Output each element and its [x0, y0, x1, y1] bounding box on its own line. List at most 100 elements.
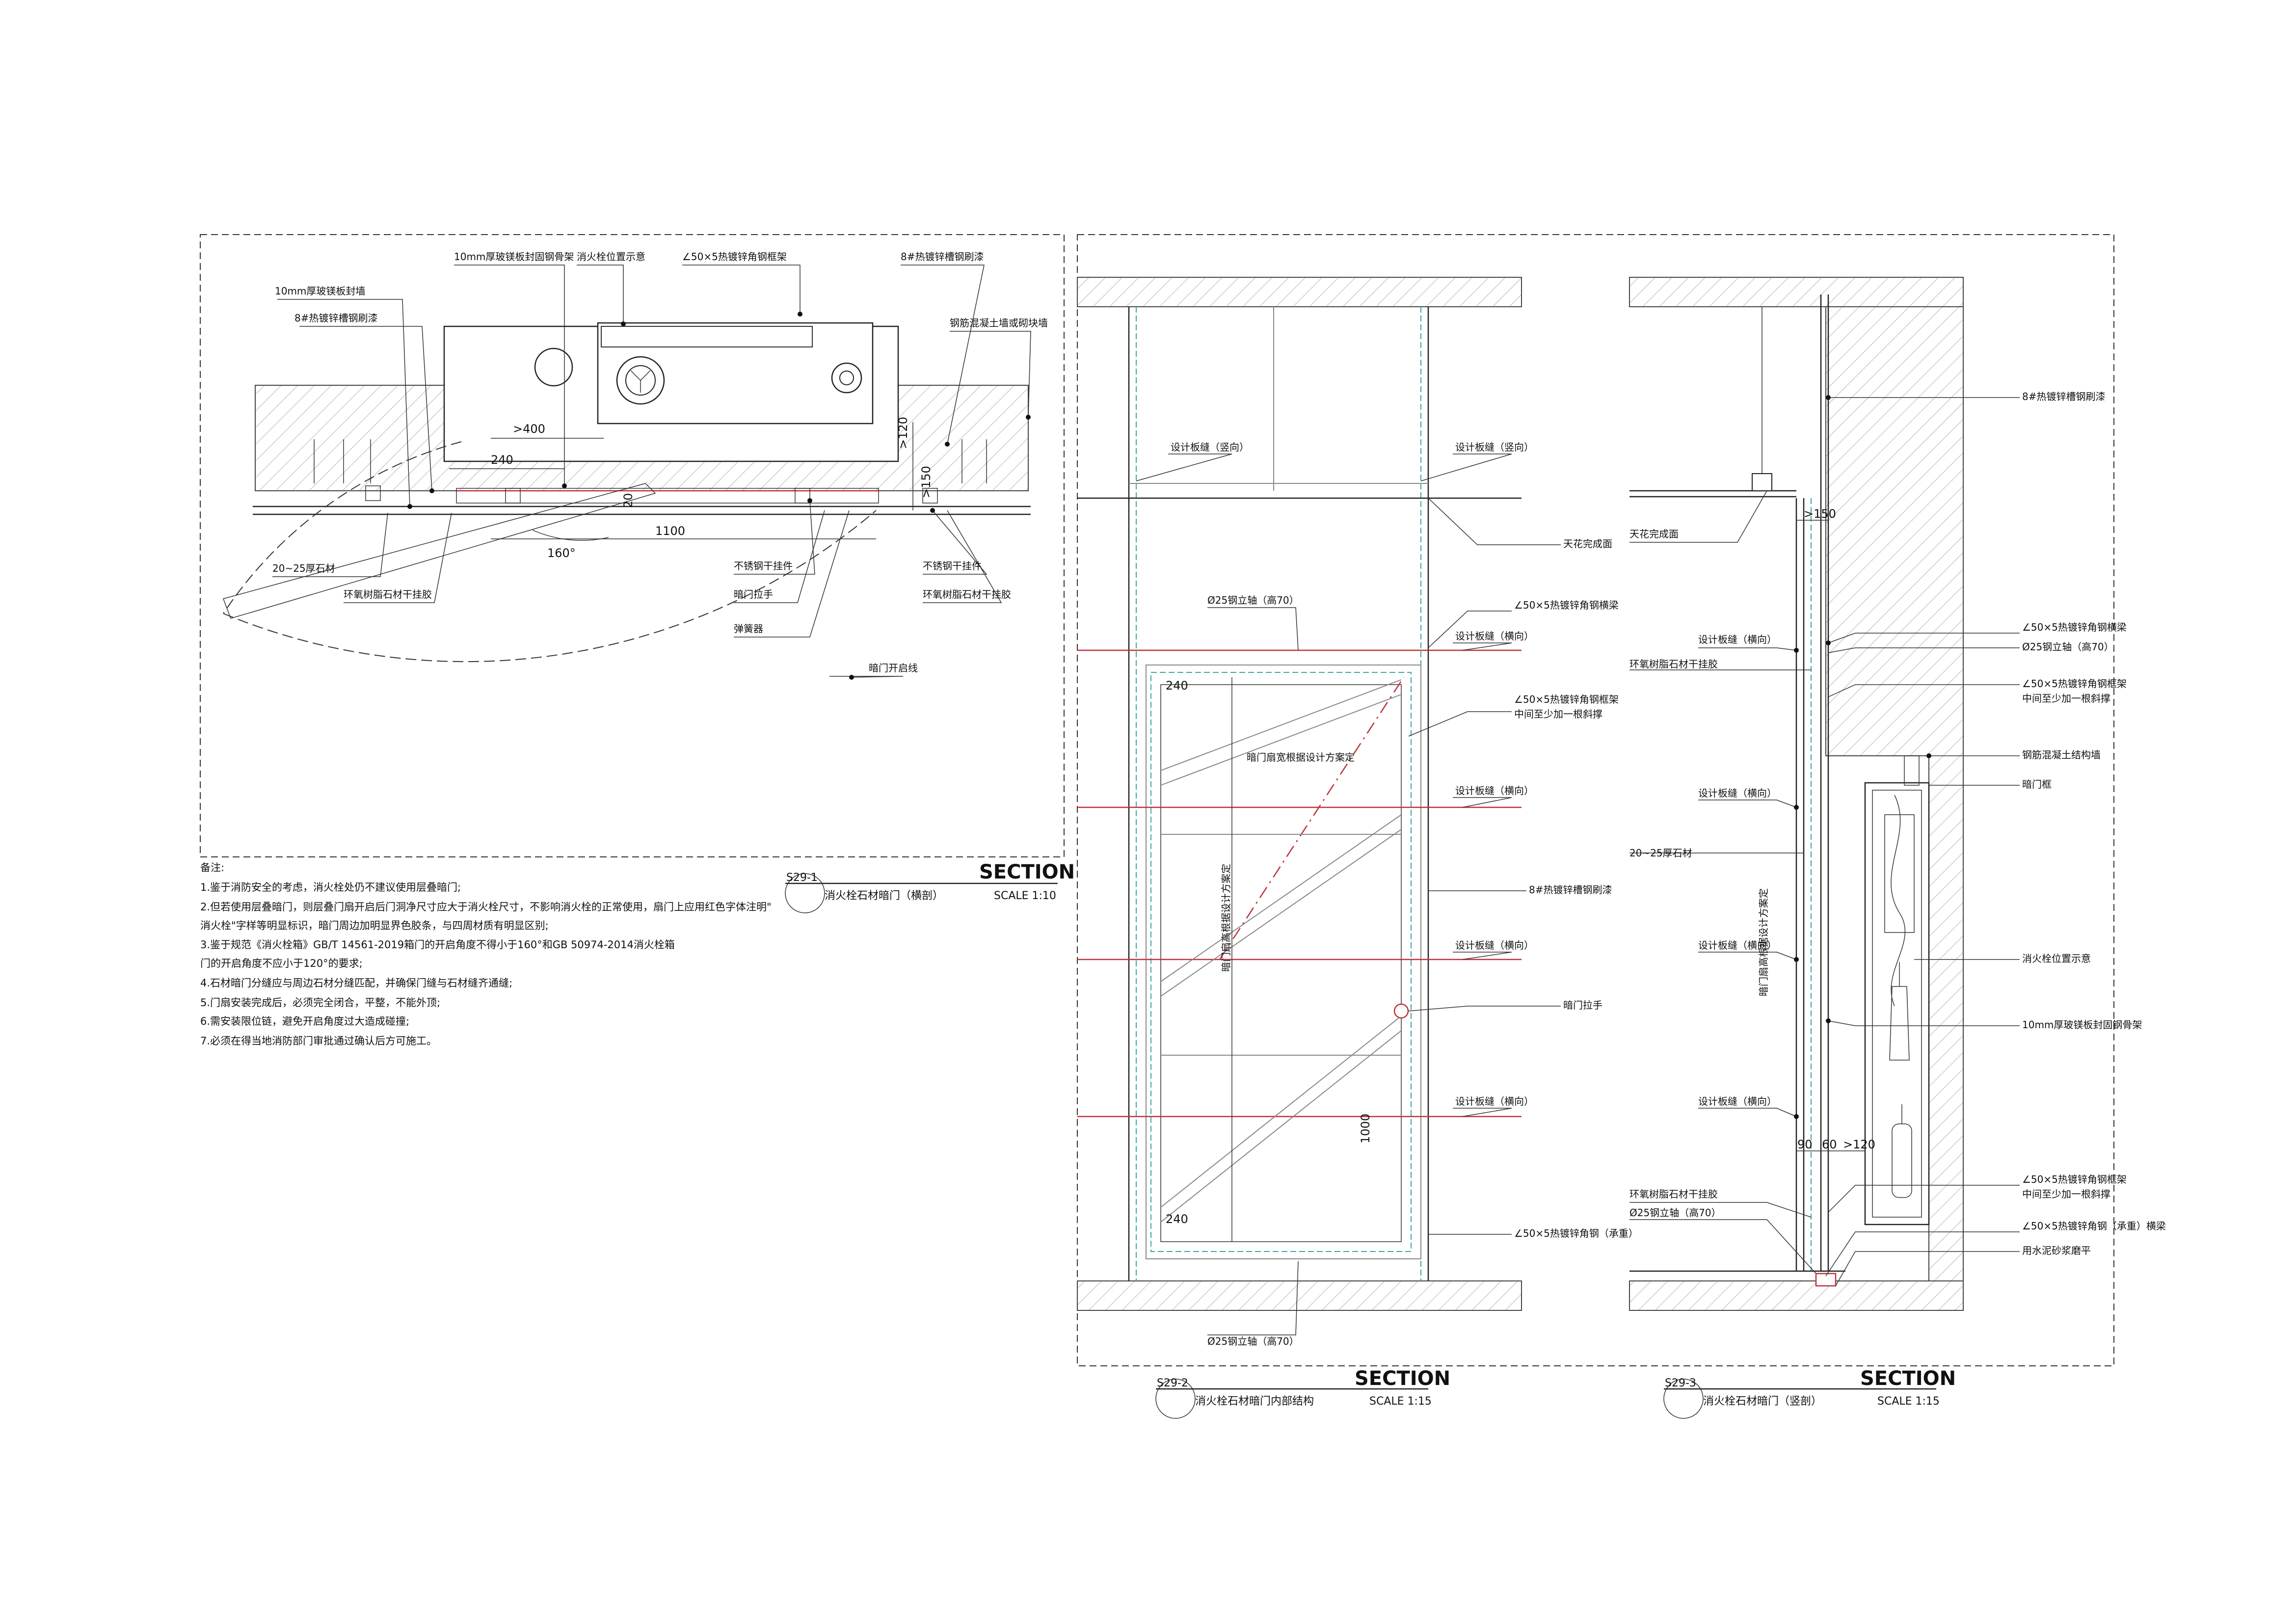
label: 10mm厚玻镁板封固钢骨架 [454, 251, 574, 263]
note-line: 门的开启角度不应小于120°的要求; [200, 958, 363, 969]
label: 环氧树脂石材干挂胶 [923, 588, 1011, 600]
label: ∠50×5热镀锌角钢（承重）横梁 [2022, 1220, 2166, 1232]
label: Ø25钢立轴（高70） [2022, 641, 2114, 653]
label: 天花完成面 [1563, 538, 1612, 550]
note-line: 消火栓"字样等明显标识，暗门周边加明显界色胶条，与四周材质有明显区别; [200, 920, 549, 932]
leader-dots [407, 312, 1031, 680]
view-name: 消火栓石材暗门内部结构 [1195, 1395, 1314, 1408]
label: 设计板缝（横向） [1698, 939, 1777, 951]
view1-plan-section: >400 240 1100 >120 >150 160° 20 [200, 234, 1075, 1047]
hanger-brackets [314, 439, 987, 504]
label: 暗门拉手 [734, 588, 773, 600]
label: 用水泥砂浆磨平 [2022, 1245, 2091, 1256]
door-handle-icon [1393, 1003, 1409, 1019]
scale-text: SCALE 1:15 [1877, 1395, 1940, 1408]
note-line: 5.门扇安装完成后，必须完全闭合，平整，不能外顶; [200, 997, 440, 1009]
notes-block: 备注: 1.鉴于消防安全的考虑，消火栓处仍不建议使用层叠暗门; 2.但若使用层叠… [200, 862, 772, 1047]
label: 8#热镀锌槽钢刷漆 [901, 251, 984, 263]
view-name: 消火栓石材暗门（横剖） [825, 890, 943, 902]
floor-slab [1077, 1280, 1522, 1311]
dim-text: >120 [1843, 1138, 1875, 1151]
label: 暗门扇高根据设计方案定 [1758, 888, 1769, 996]
label: 设计板缝（竖向） [1455, 441, 1534, 453]
dim-text: 240 [1166, 679, 1188, 692]
label: 设计板缝（横向） [1698, 787, 1777, 799]
view1-leaders [272, 265, 1031, 678]
label: 设计板缝（横向） [1698, 1095, 1777, 1107]
view-tag: S29-2 [1157, 1377, 1188, 1389]
dim-text: 90 [1797, 1138, 1813, 1151]
section-title: SECTION [1355, 1367, 1450, 1390]
dim-text: 160° [547, 546, 576, 560]
floor-slab [1629, 1280, 1964, 1311]
label: 不锈钢干挂件 [923, 560, 982, 572]
dim-text: >400 [513, 422, 545, 436]
label: 8#热镀锌槽钢刷漆 [294, 312, 377, 324]
view1-title-block: S29-1 SECTION 消火栓石材暗门（横剖） SCALE 1:10 [785, 861, 1075, 913]
note-line: 6.需安装限位链，避免开启角度过大造成碰撞; [200, 1015, 409, 1027]
label: 钢筋混凝土墙或砌块墙 [950, 317, 1048, 329]
hydrant-cabinet [1864, 782, 1930, 1225]
diagonal-braces [1160, 679, 1402, 1223]
valve-icon [831, 362, 862, 394]
label: 10mm厚玻镁板封墙 [275, 285, 365, 297]
label: 20~25厚石材 [272, 562, 335, 574]
label: 设计板缝（横向） [1455, 785, 1534, 797]
label: 10mm厚玻镁板封固钢骨架 [2022, 1019, 2142, 1031]
ceiling-slab [1077, 277, 1522, 307]
label: 20~25厚石材 [1629, 847, 1692, 859]
label: Ø25钢立轴（高70） [1629, 1207, 1721, 1219]
door-frame [1160, 684, 1402, 1242]
view-tag: S29-1 [786, 872, 818, 884]
view-tag: S29-3 [1665, 1377, 1696, 1389]
label: 消火栓位置示意 [2022, 953, 2091, 964]
dim-text: 240 [1166, 1212, 1188, 1226]
view2-title-block: S29-2 SECTION 消火栓石材暗门内部结构 SCALE 1:15 [1155, 1367, 1450, 1419]
label: ∠50×5热镀锌角钢框架 [2022, 678, 2127, 690]
dim-text: >120 [896, 417, 910, 449]
section-title: SECTION [1860, 1367, 1956, 1390]
view-name: 消火栓石材暗门（竖剖） [1703, 1395, 1822, 1408]
label: 钢筋混凝土结构墙 [2022, 749, 2101, 761]
door-panel-outer [1146, 665, 1421, 1259]
label: 环氧树脂石材干挂胶 [1629, 1188, 1718, 1200]
door-panel-inner [1150, 672, 1412, 1252]
hydrant-equipment-icon [1884, 755, 1920, 1198]
note-line: 7.必须在得当地消防部门审批通过确认后方可施工。 [200, 1035, 437, 1047]
door-swing-arc [223, 510, 877, 663]
label: 暗门拉手 [1563, 999, 1602, 1011]
view2-internal-structure: 240 240 1000 暗门扇宽根据设计方案定 暗门扇高根据设计方案定 设计板… [1077, 234, 2114, 1419]
label: 暗门开启线 [869, 662, 918, 674]
label: 中间至少加一根斜撑 [1514, 708, 1602, 720]
label: 弹簧器 [734, 623, 763, 635]
label: 8#热镀锌槽钢刷漆 [2022, 391, 2105, 402]
label: ∠50×5热镀锌角钢框架 [2022, 1173, 2127, 1185]
note-line: 2.但若使用层叠暗门，则层叠门扇开启后门洞净尺寸应大于消火栓尺寸，不影响消火栓的… [200, 901, 772, 913]
open-door-leaf [223, 483, 656, 619]
label: 设计板缝（横向） [1455, 630, 1534, 642]
label: 消火栓位置示意 [577, 251, 645, 263]
notes-title: 备注: [200, 862, 224, 874]
label: ∠50×5热镀锌角钢框架 [1514, 693, 1619, 705]
view2-leaders [1136, 453, 1561, 1335]
label: 暗门扇宽根据设计方案定 [1247, 751, 1355, 763]
scale-text: SCALE 1:10 [994, 890, 1056, 902]
ceiling-slab [1629, 277, 1964, 307]
dim-text: >150 [919, 466, 933, 498]
dim-text: 1100 [655, 524, 685, 538]
view1-frame [200, 234, 1065, 857]
label: Ø25钢立轴（高70） [1207, 594, 1299, 606]
dim-text: 1000 [1359, 1114, 1372, 1144]
leader-dots [1794, 395, 1931, 1119]
label: ∠50×5热镀锌角钢（承重） [1514, 1227, 1638, 1239]
pipe-icon [534, 347, 573, 387]
label: ∠50×5热镀锌角钢框架 [682, 251, 787, 263]
hydrant-valve-box [601, 326, 813, 347]
label: 暗门扇高根据设计方案定 [1220, 864, 1232, 972]
label: 设计板缝（横向） [1455, 1095, 1534, 1107]
view1-dimensions [449, 422, 913, 539]
label: Ø25钢立轴（高70） [1207, 1335, 1299, 1347]
door-frame [456, 488, 879, 504]
view3-vertical-section: >150 90 60 >120 暗门扇高根据设计方案定 [1629, 277, 2166, 1419]
